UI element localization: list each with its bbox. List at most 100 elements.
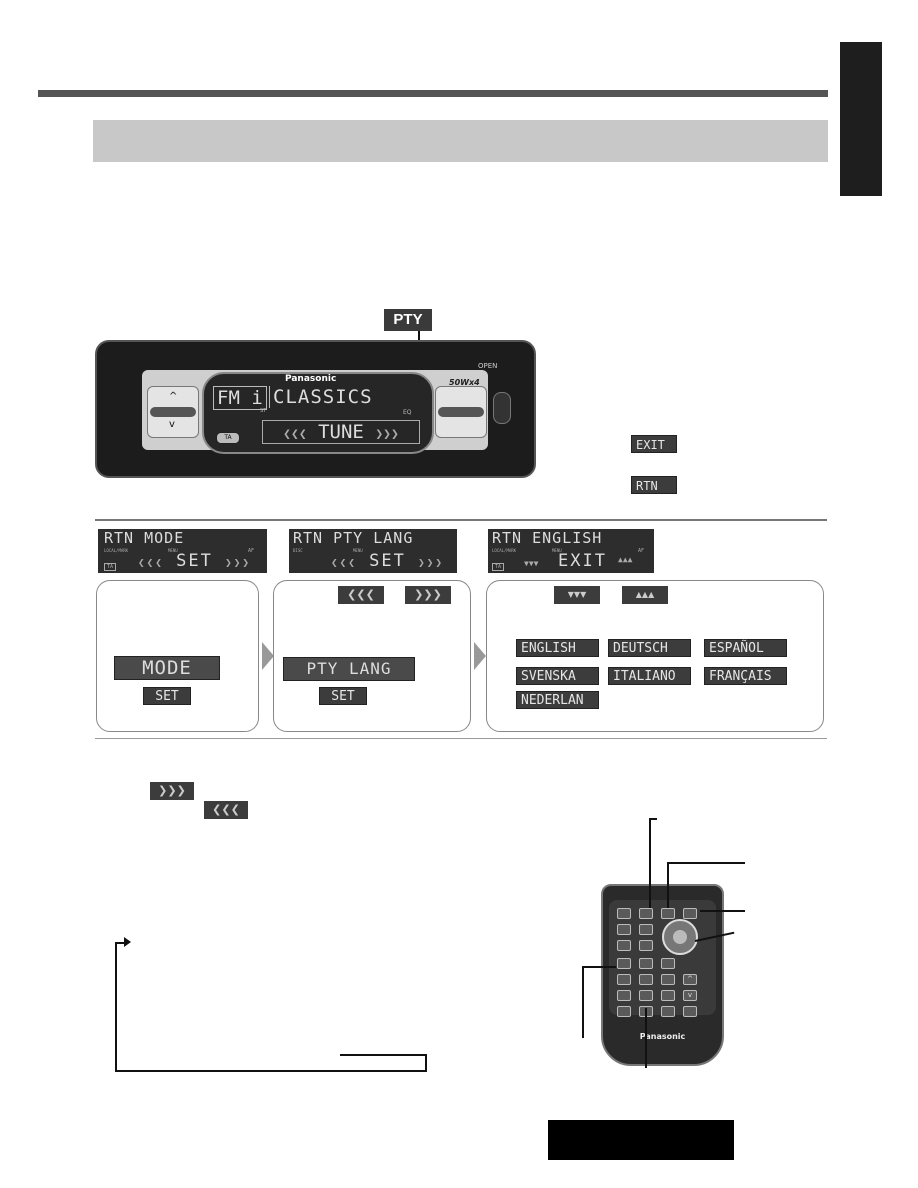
lcd-english-top: RTN ENGLISH <box>492 529 603 547</box>
lcd-english-af: AF <box>638 548 645 554</box>
remote-button[interactable] <box>639 940 653 951</box>
lcd-english-menu: MENU <box>552 548 562 553</box>
remote-button[interactable] <box>661 1006 675 1017</box>
loop-line-top-stub <box>115 942 127 944</box>
top-rule <box>38 90 828 97</box>
down-chevrons-button-icon: ▼▼▼ <box>554 586 600 604</box>
pty-lang-chip: PTY LANG <box>283 657 415 681</box>
language-english: ENGLISH <box>516 639 599 657</box>
head-unit-display <box>202 372 434 454</box>
up-chevrons-icon: ▲▲▲ <box>618 555 633 564</box>
remote-button[interactable] <box>683 908 697 919</box>
remote-up-button[interactable]: ^ <box>683 974 697 985</box>
head-unit-power: 50Wx4 <box>449 378 480 387</box>
pty-button-label: PTY <box>384 309 432 331</box>
ta-button[interactable]: TA <box>216 432 240 444</box>
section-header-band <box>93 120 828 162</box>
remote-button[interactable] <box>617 908 631 919</box>
side-knob[interactable] <box>493 392 511 424</box>
lcd-mode-top: RTN MODE <box>104 529 185 547</box>
remote-button[interactable] <box>617 1006 631 1017</box>
open-button[interactable]: OPEN <box>478 362 498 370</box>
lcd-english-small: LOCAL/MARK <box>492 548 517 553</box>
remote-button[interactable] <box>617 974 631 985</box>
language-francais: FRANÇAIS <box>704 667 787 685</box>
up-arrow-icon: ^ <box>169 391 178 402</box>
lcd-english-bottom: EXIT <box>558 551 607 571</box>
remote-button[interactable] <box>661 958 675 969</box>
chevron-left-button-icon: ❮❮❮ <box>338 586 384 604</box>
chevron-left-icon: ❮❮❮ <box>138 556 164 569</box>
remote-joystick[interactable] <box>662 919 698 955</box>
remote-button[interactable] <box>617 990 631 1001</box>
remote-button[interactable] <box>661 908 675 919</box>
lcd-pty-lang-small: DISC <box>293 548 303 553</box>
lcd-mode-af: AF <box>248 548 255 554</box>
language-italiano: ITALIANO <box>608 667 691 685</box>
head-unit-brand: Panasonic <box>285 374 337 384</box>
page-footer-bar <box>548 1120 734 1160</box>
remote-button[interactable] <box>639 908 653 919</box>
remote-button[interactable] <box>661 990 675 1001</box>
set-chip-2: SET <box>319 687 367 705</box>
callout-line-3 <box>700 910 745 912</box>
chevron-left-inline-icon: ❮❮❮ <box>204 801 248 819</box>
tune-rocker-right[interactable] <box>435 386 487 438</box>
remote-button[interactable] <box>639 990 653 1001</box>
lcd-pty-lang-bottom: ❮❮❮ SET ❯❯❯ <box>331 551 444 571</box>
lcd-english-ta: TA <box>492 563 505 571</box>
remote-button[interactable] <box>639 958 653 969</box>
remote-down-button[interactable]: v <box>683 990 697 1001</box>
lcd-pty-lang: RTN PTY LANG DISC MENU ❮❮❮ SET ❯❯❯ <box>289 529 457 573</box>
loop-line-bottom <box>115 1070 427 1072</box>
chevron-left-icon: ❮❮❮ <box>331 556 357 569</box>
tune-rocker-left[interactable]: ^ v <box>147 386 199 438</box>
lcd-mode-menu: MENU <box>168 548 178 553</box>
display-band: FM i <box>213 386 267 410</box>
language-deutsch: DEUTSCH <box>608 639 691 657</box>
divider-bottom <box>95 738 827 739</box>
language-espanol: ESPAÑOL <box>704 639 787 657</box>
remote-button[interactable] <box>683 1006 697 1017</box>
loop-line-top-right <box>340 1054 426 1056</box>
lcd-mode-bottom: ❮❮❮ SET ❯❯❯ <box>138 551 251 571</box>
mode-chip: MODE <box>114 656 220 680</box>
up-chevrons-button-icon: ▲▲▲ <box>622 586 668 604</box>
display-st: ST <box>260 408 267 414</box>
chevron-left-icon: ❮❮❮ <box>283 427 307 442</box>
callout-line-5h <box>582 966 616 968</box>
step-arrow-2 <box>474 642 486 670</box>
exit-chip: EXIT <box>631 435 677 453</box>
remote-button[interactable] <box>639 974 653 985</box>
callout-line-2v <box>667 862 669 908</box>
chevron-right-inline-icon: ❯❯❯ <box>150 782 194 800</box>
chevron-right-button-icon: ❯❯❯ <box>405 586 451 604</box>
lcd-english: RTN ENGLISH LOCAL/MARK MENU AF TA ▼▼▼ EX… <box>488 529 654 573</box>
chevron-right-icon: ❯❯❯ <box>418 556 444 569</box>
remote-button[interactable] <box>617 940 631 951</box>
remote-button[interactable] <box>617 958 631 969</box>
display-station: CLASSICS <box>269 386 373 408</box>
remote-button[interactable] <box>661 974 675 985</box>
lcd-mode-ta: TA <box>104 563 117 571</box>
callout-line-2h <box>667 862 745 864</box>
rocker-knob <box>150 407 196 417</box>
arrow-right-icon <box>124 937 131 947</box>
remote-control: ^ v Panasonic <box>601 884 724 1066</box>
down-chevrons-icon: ▼▼▼ <box>524 559 539 568</box>
callout-line-6 <box>645 1008 647 1068</box>
callout-line-5v <box>582 966 584 1038</box>
side-tab <box>840 42 882 196</box>
loop-line-right <box>425 1054 427 1071</box>
callout-line-1v <box>649 818 651 908</box>
lcd-mode: RTN MODE LOCAL/MARK MENU AF TA ❮❮❮ SET ❯… <box>98 529 267 573</box>
chevron-right-icon: ❯❯❯ <box>225 556 251 569</box>
down-arrow-icon: v <box>169 419 175 430</box>
lcd-pty-lang-menu: MENU <box>353 548 363 553</box>
display-tune-field: ❮❮❮ TUNE ❯❯❯ <box>262 420 420 444</box>
remote-button[interactable] <box>617 924 631 935</box>
joystick-center <box>673 930 687 944</box>
step-arrow-1 <box>262 642 274 670</box>
language-svenska: SVENSKA <box>516 667 599 685</box>
remote-button[interactable] <box>639 924 653 935</box>
